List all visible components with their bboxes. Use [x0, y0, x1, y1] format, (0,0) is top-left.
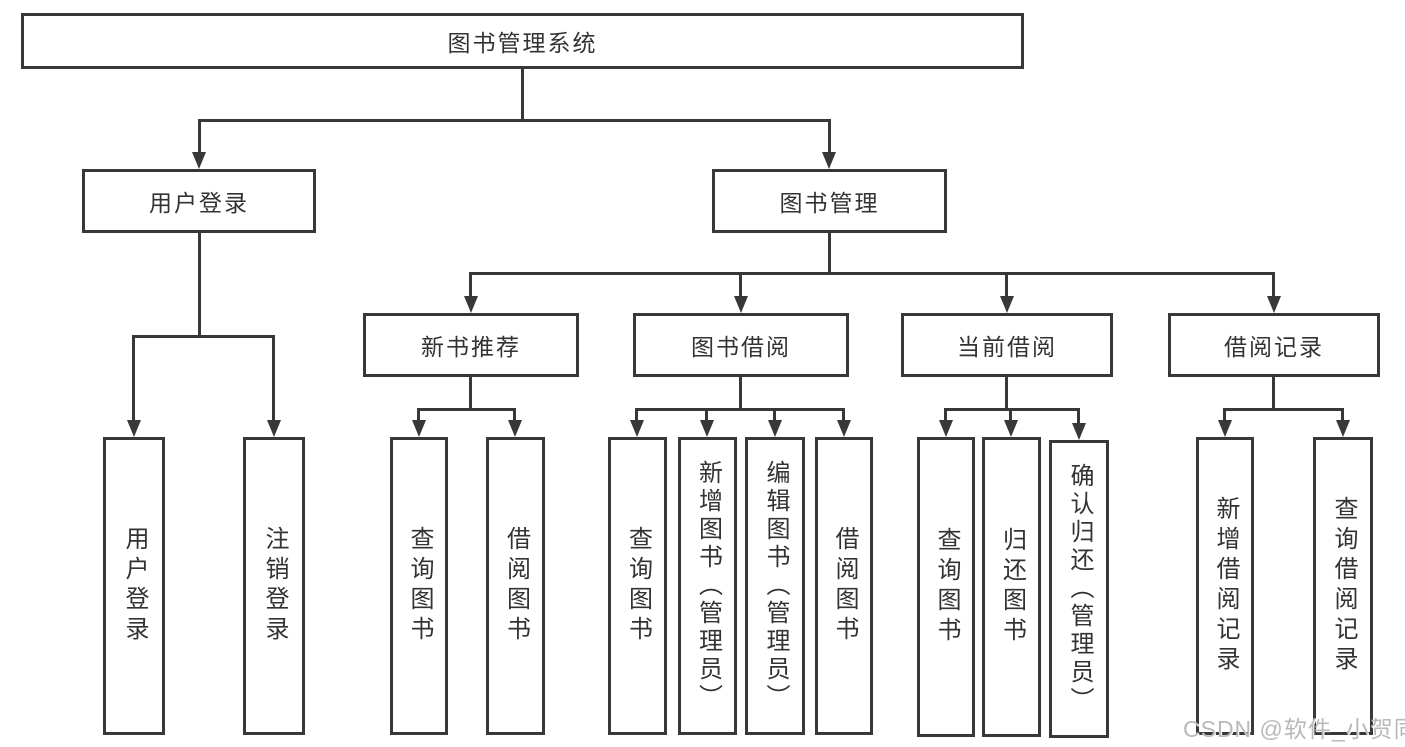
connector-current-borrowing-hline [944, 408, 1080, 411]
arrowhead-query-books-1 [412, 420, 426, 437]
leaf-query-borrow-record-label: 查询借阅记录 [1330, 496, 1357, 676]
leaf-borrow-books-1-label: 借阅图书 [502, 526, 530, 646]
connector-book-management-trunk [828, 232, 831, 275]
node-root: 图书管理系统 [21, 13, 1024, 69]
connector-stem-user-login [198, 119, 201, 152]
connector-book-management-hline [469, 272, 1275, 275]
arrowhead-query-borrow-record [1336, 420, 1350, 437]
arrowhead-user-login [192, 152, 206, 169]
node-book-borrowing: 图书借阅 [633, 313, 849, 377]
arrowhead-borrow-books-1 [508, 420, 522, 437]
arrowhead-current-borrowing [1000, 296, 1014, 313]
arrowhead-borrowing-records [1267, 296, 1281, 313]
arrowhead-new-book-recommend [464, 296, 478, 313]
connector-book-borrowing-hline [635, 408, 845, 411]
arrowhead-query-books-3 [939, 420, 953, 437]
leaf-confirm-return-admin: 确认归还（管理员） [1049, 440, 1109, 738]
leaf-logout: 注销登录 [243, 437, 305, 735]
leaf-return-books-label: 归还图书 [998, 527, 1026, 647]
connector-stem-edit-books-admin [773, 408, 776, 420]
leaf-query-books-3-label: 查询图书 [933, 527, 960, 647]
arrowhead-return-books [1004, 420, 1018, 437]
arrowhead-add-borrow-record [1218, 420, 1232, 437]
connector-borrowing-records-hline [1223, 408, 1344, 411]
node-user-login: 用户登录 [82, 169, 316, 233]
connector-stem-book-management [828, 119, 831, 152]
connector-stem-leaf-logout [272, 335, 275, 420]
connector-stem-query-borrow-record [1341, 408, 1344, 420]
connector-stem-leaf-user-login [132, 335, 135, 420]
connector-stem-return-books [1009, 408, 1012, 420]
connector-stem-new-book-recommend [469, 272, 472, 296]
connector-user-login-trunk [198, 233, 201, 337]
node-new-book-recommend: 新书推荐 [363, 313, 579, 377]
arrowhead-confirm-return-admin [1072, 423, 1086, 440]
leaf-logout-label: 注销登录 [261, 526, 288, 646]
node-current-borrowing: 当前借阅 [901, 313, 1113, 377]
connector-new-book-recommend-trunk [469, 377, 472, 411]
node-book-management: 图书管理 [712, 169, 947, 233]
csdn-watermark: CSDN @软件_小贺同学 [1183, 716, 1405, 742]
arrowhead-edit-books-admin [768, 420, 782, 437]
connector-root-trunk [521, 68, 524, 121]
leaf-add-books-admin: 新增图书（管理员） [678, 437, 737, 735]
connector-stem-book-borrowing [739, 272, 742, 296]
connector-root-hline [198, 119, 831, 122]
connector-stem-borrowing-records [1272, 272, 1275, 296]
leaf-user-login: 用户登录 [103, 437, 165, 735]
leaf-add-books-admin-label: 新增图书（管理员） [694, 460, 722, 712]
leaf-query-books-3: 查询图书 [917, 437, 975, 737]
connector-stem-borrow-books-1 [513, 408, 516, 420]
leaf-add-borrow-record-label: 新增借阅记录 [1212, 496, 1239, 676]
leaf-borrow-books-2-label: 借阅图书 [831, 526, 858, 646]
leaf-edit-books-admin: 编辑图书（管理员） [745, 437, 805, 735]
leaf-query-books-1-label: 查询图书 [406, 526, 433, 646]
connector-user-login-hline [132, 335, 275, 338]
connector-borrowing-records-trunk [1272, 377, 1275, 411]
node-borrowing-records: 借阅记录 [1168, 313, 1380, 377]
leaf-edit-books-admin-label: 编辑图书（管理员） [762, 460, 789, 712]
connector-stem-current-borrowing [1005, 272, 1008, 296]
leaf-query-books-2-label: 查询图书 [624, 526, 652, 646]
connector-stem-borrow-books-2 [842, 408, 845, 420]
arrowhead-book-borrowing [734, 296, 748, 313]
arrowhead-borrow-books-2 [837, 420, 851, 437]
leaf-borrow-books-2: 借阅图书 [815, 437, 873, 735]
leaf-add-borrow-record: 新增借阅记录 [1196, 437, 1254, 735]
connector-current-borrowing-trunk [1005, 377, 1008, 411]
leaf-confirm-return-admin-label: 确认归还（管理员） [1066, 463, 1093, 715]
connector-book-borrowing-trunk [739, 377, 742, 411]
leaf-query-books-2: 查询图书 [608, 437, 667, 735]
connector-stem-confirm-return-admin [1077, 408, 1080, 423]
leaf-query-books-1: 查询图书 [390, 437, 448, 735]
leaf-user-login-label: 用户登录 [121, 526, 148, 646]
connector-stem-query-books-3 [944, 408, 947, 420]
arrowhead-leaf-user-login [127, 420, 141, 437]
leaf-return-books: 归还图书 [982, 437, 1041, 737]
arrowhead-book-management [822, 152, 836, 169]
leaf-borrow-books-1: 借阅图书 [486, 437, 545, 735]
arrowhead-add-books-admin [700, 420, 714, 437]
connector-stem-query-books-2 [635, 408, 638, 420]
connector-stem-add-borrow-record [1223, 408, 1226, 420]
leaf-query-borrow-record: 查询借阅记录 [1313, 437, 1373, 735]
connector-stem-add-books-admin [705, 408, 708, 420]
connector-new-book-recommend-hline [417, 408, 516, 411]
arrowhead-leaf-logout [267, 420, 281, 437]
arrowhead-query-books-2 [630, 420, 644, 437]
connector-stem-query-books-1 [417, 408, 420, 420]
